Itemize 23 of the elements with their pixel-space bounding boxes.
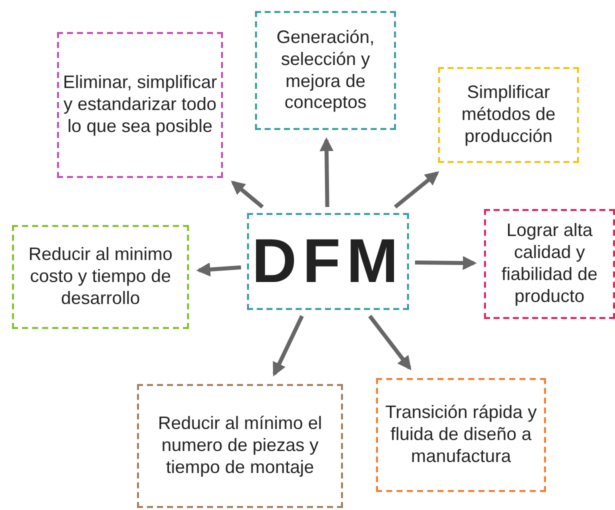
concept-box [57,32,223,178]
arrow [196,262,242,276]
concept-box [484,209,615,319]
arrow [320,137,334,208]
box-text: Eliminar, simplificar y estandarizar todo lo que sea posible [62,72,218,138]
box-text: Reducir al mínimo el numero de piezas y tiempo de montaje [156,413,324,479]
concept-box [137,384,343,508]
box-text: Transición rápida y fluida de diseño a manufactura [384,402,538,468]
concept-box [12,225,189,329]
box-text: Reducir al minimo costo y tiempo de desarrollo [27,244,174,310]
box-text: Generación, selección y mejora de conceptos [275,26,376,114]
arrow [394,171,440,209]
center-box [247,213,409,310]
arrow [414,256,477,270]
title-text: DFM [252,226,404,298]
concept-box [438,67,579,163]
concept-box [255,11,396,130]
box-text: Lograr alta calidad y fiabilidad de producto [500,220,599,308]
arrow [272,315,304,377]
concept-box [376,378,546,492]
arrow [230,180,264,209]
box-text: Simplificar métodos de producción [460,82,557,148]
arrow [368,314,412,370]
